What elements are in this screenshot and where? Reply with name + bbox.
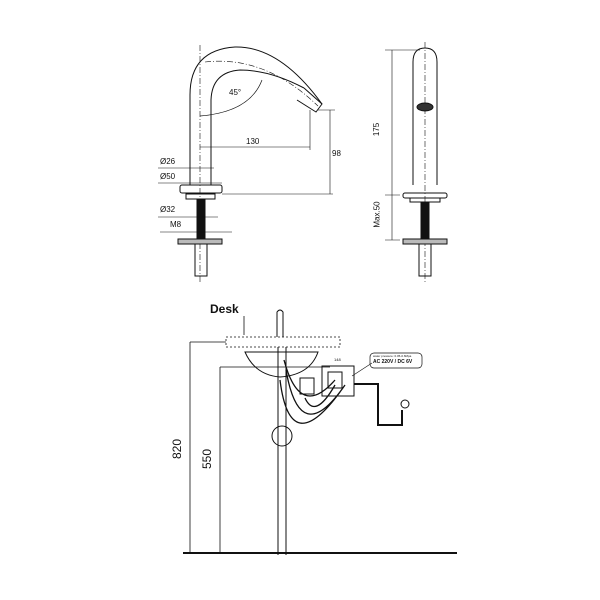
reach-label: 130 [246,137,260,146]
box-dim-label: 148 [334,357,341,362]
pressure-note: water pressure: 0.05-0.6Mpa [373,354,412,358]
nut-diameter-label: Ø32 [160,205,176,214]
side-view-faucet [385,42,448,282]
stem-diameter-label: Ø26 [160,157,176,166]
basin-height-label: 550 [200,448,215,470]
desk-label: Desk [210,302,239,316]
angle-label: 45° [229,88,242,97]
side-height-label: 175 [372,122,382,137]
thread-label: M8 [170,220,182,229]
total-height-label: 820 [170,438,185,460]
power-note: AC 220V / DC 6V [373,359,413,365]
max-thickness-label: Max.50 [372,201,382,228]
height-98-label: 98 [332,149,341,158]
install-view [183,309,457,555]
base-diameter-label: Ø50 [160,172,176,181]
front-view-faucet [158,45,335,282]
